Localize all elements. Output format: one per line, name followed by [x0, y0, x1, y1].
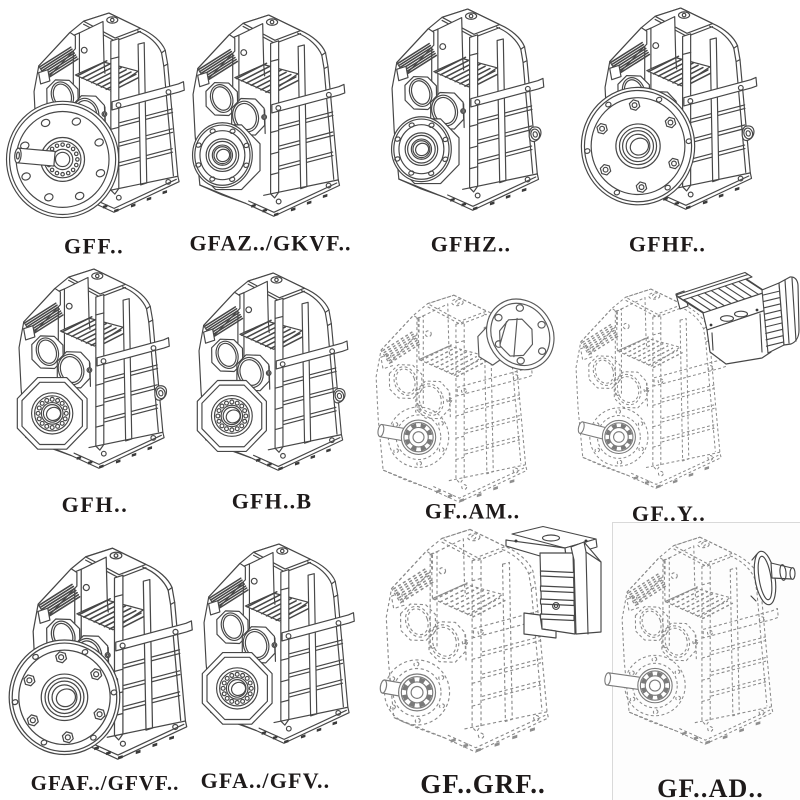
svg-text:GF..AD..: GF..AD.. [657, 774, 764, 800]
svg-text:GF..AM..: GF..AM.. [425, 499, 520, 524]
svg-text:GF..GRF..: GF..GRF.. [420, 769, 546, 799]
svg-text:GFH..B: GFH..B [232, 489, 313, 514]
svg-text:GFAF../GFVF..: GFAF../GFVF.. [31, 771, 180, 795]
svg-text:GF..Y..: GF..Y.. [632, 501, 706, 526]
svg-text:GFAZ../GKVF..: GFAZ../GKVF.. [189, 231, 351, 256]
svg-text:GFA../GFV..: GFA../GFV.. [201, 768, 331, 793]
svg-text:GFHF..: GFHF.. [629, 232, 706, 257]
svg-text:GFHZ..: GFHZ.. [431, 232, 512, 257]
svg-text:GFH..: GFH.. [62, 492, 129, 517]
svg-text:GFF..: GFF.. [64, 234, 124, 259]
